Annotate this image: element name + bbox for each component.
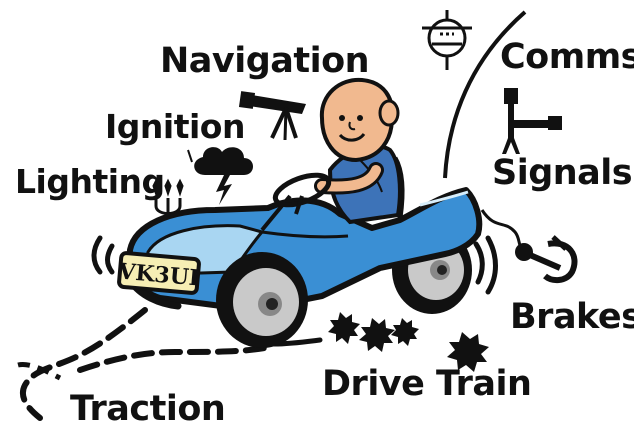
label-ignition: Ignition bbox=[105, 110, 245, 143]
storm-cloud-icon bbox=[188, 147, 253, 205]
label-signals: Signals bbox=[492, 156, 632, 191]
telescope-icon bbox=[239, 91, 306, 140]
label-navigation: Navigation bbox=[160, 44, 369, 79]
label-comms: Comms bbox=[500, 40, 634, 75]
label-brakes: Brakes bbox=[510, 300, 634, 335]
label-traction: Traction bbox=[70, 392, 225, 427]
semaphore-icon bbox=[502, 88, 562, 154]
label-drive-train: Drive Train bbox=[322, 367, 531, 402]
license-plate: VK3UI bbox=[116, 253, 200, 294]
gear-icon bbox=[328, 312, 489, 372]
label-lighting: Lighting bbox=[15, 165, 165, 198]
